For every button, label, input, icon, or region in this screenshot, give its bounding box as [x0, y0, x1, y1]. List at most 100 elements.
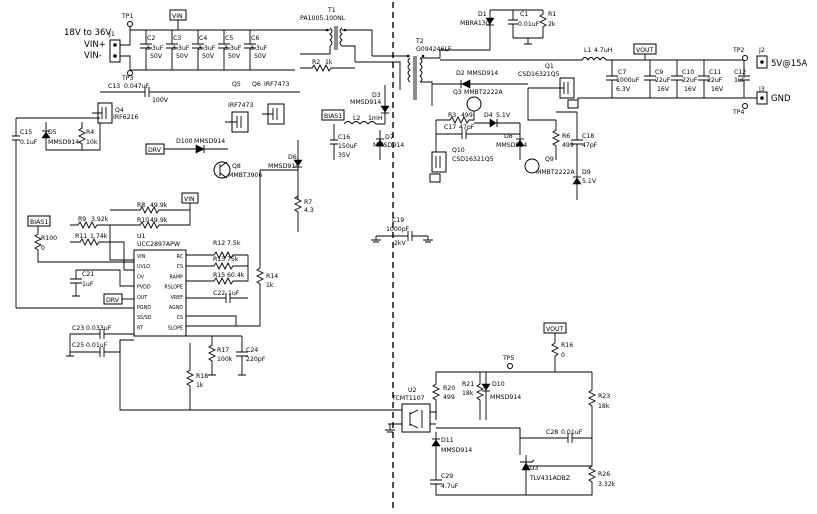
- resistor-r2: R2 1k: [300, 59, 355, 73]
- tp3-marker: [127, 70, 133, 76]
- svg-text:1.74k: 1.74k: [90, 233, 108, 240]
- svg-text:4.3: 4.3: [304, 207, 314, 214]
- svg-text:R13: R13: [213, 256, 225, 263]
- tp5-marker: TP5: [502, 355, 515, 369]
- svg-text:18k: 18k: [462, 390, 474, 397]
- svg-text:Q4: Q4: [115, 107, 124, 114]
- svg-text:MMSD914: MMSD914: [268, 163, 299, 170]
- svg-text:C2: C2: [147, 35, 155, 42]
- svg-text:3.92k: 3.92k: [91, 216, 109, 223]
- svg-text:0.01uF: 0.01uF: [561, 429, 583, 436]
- tp1-marker: [127, 21, 133, 27]
- fet-q6: Q6 IRF7473: [252, 81, 289, 125]
- svg-text:1000uF: 1000uF: [616, 77, 640, 84]
- svg-text:Q6: Q6: [252, 81, 261, 88]
- j1-label: J1: [108, 31, 115, 38]
- svg-text:R15: R15: [213, 272, 225, 279]
- svg-text:MBRA130: MBRA130: [460, 20, 490, 27]
- svg-text:47pF: 47pF: [582, 142, 598, 149]
- svg-text:U1: U1: [137, 233, 146, 240]
- svg-text:Q3: Q3: [453, 89, 462, 96]
- svg-text:1uF: 1uF: [734, 77, 746, 84]
- svg-text:1k: 1k: [266, 282, 274, 289]
- svg-text:22uF: 22uF: [707, 77, 723, 84]
- svg-text:150uF: 150uF: [338, 143, 358, 150]
- u1-pin-right-2: RAMP: [170, 274, 184, 280]
- resistor-r21: R21 18k: [462, 372, 485, 420]
- diode-d6: D6 MMSD914: [268, 140, 303, 200]
- diode-d100: D100 MMSD914: [176, 138, 225, 154]
- svg-text:C16: C16: [338, 134, 350, 141]
- diode-d5: D5 MMSD914: [41, 122, 79, 150]
- fet-q1: Q1 CSD16321Q5: [518, 63, 579, 109]
- resistor-r8: R8 49.9k: [110, 202, 191, 215]
- resistor-r11: R11 1.74k: [70, 233, 134, 271]
- svg-text:T1: T1: [327, 7, 336, 14]
- svg-text:MMBT2222A: MMBT2222A: [464, 89, 503, 96]
- u1-pin-right-3: RSLOPE: [164, 285, 183, 291]
- diode-d10: D10 MMSD914: [481, 372, 521, 420]
- svg-text:Q1: Q1: [545, 63, 554, 70]
- svg-text:R100: R100: [41, 235, 57, 242]
- svg-text:6.3V: 6.3V: [616, 86, 631, 93]
- svg-text:TP2: TP2: [732, 47, 745, 54]
- svg-text:50V: 50V: [254, 53, 267, 60]
- svg-text:C6: C6: [251, 35, 259, 42]
- u1-pin-left-4: OUT: [137, 295, 147, 301]
- resistor-r16: R16 0: [550, 342, 573, 372]
- u1-pin-right-5: AGND: [169, 305, 184, 311]
- svg-text:VIN: VIN: [184, 196, 195, 203]
- svg-text:22uF: 22uF: [682, 77, 698, 84]
- svg-text:C29: C29: [441, 473, 453, 480]
- cap-c7: C7 1000uF 6.3V: [606, 60, 640, 98]
- resistor-r4: R4 10k: [77, 122, 98, 150]
- diode-d1: D1 MBRA130: [460, 10, 495, 50]
- cap-c19: C19 1000pF 2kV: [371, 217, 433, 247]
- output-rating: 5V@15A: [771, 59, 808, 69]
- svg-text:C24: C24: [246, 347, 258, 354]
- svg-text:C7: C7: [618, 69, 626, 76]
- u1-pin-right-0: RC: [177, 254, 184, 260]
- svg-text:3.3uF: 3.3uF: [172, 45, 190, 52]
- svg-text:MMSD914: MMSD914: [441, 447, 472, 454]
- svg-text:18k: 18k: [598, 403, 610, 410]
- svg-text:5.1V: 5.1V: [496, 112, 511, 119]
- cap-c1: C1 0.01uF: [508, 10, 540, 38]
- svg-text:BIAS1: BIAS1: [324, 113, 342, 120]
- svg-text:1mH: 1mH: [368, 115, 383, 122]
- resistor-r10: R10 49.9k: [110, 210, 191, 230]
- svg-text:Q8: Q8: [232, 163, 241, 170]
- resistor-r3: R3 499: [436, 111, 475, 125]
- svg-text:MMSD914: MMSD914: [496, 142, 527, 149]
- drv-flag-text: DRV: [148, 147, 162, 154]
- resistor-r23: R23 18k: [587, 372, 610, 455]
- svg-text:0.1uF: 0.1uF: [20, 139, 38, 146]
- svg-text:IRF7473: IRF7473: [264, 81, 289, 88]
- cap-c9: C9 22uF 16V: [644, 60, 671, 98]
- svg-text:MMSD914: MMSD914: [194, 138, 225, 145]
- u1-pin-right-6: CS: [177, 315, 183, 321]
- svg-text:3.3uF: 3.3uF: [146, 45, 164, 52]
- inductor-l2: L2 1mH: [343, 115, 385, 125]
- fet-q4: Q4 IRF6216: [92, 102, 138, 124]
- cap-c3: C3 3.3uF 50V: [166, 30, 190, 70]
- svg-text:50V: 50V: [228, 53, 241, 60]
- svg-text:UCC2897APW: UCC2897APW: [137, 241, 180, 248]
- svg-text:50V: 50V: [150, 53, 163, 60]
- svg-text:T2: T2: [415, 38, 424, 45]
- svg-text:C1: C1: [520, 11, 528, 18]
- svg-text:R18: R18: [196, 373, 208, 380]
- svg-text:1k: 1k: [196, 382, 204, 389]
- svg-text:0.01uF: 0.01uF: [86, 342, 108, 349]
- cap-c16: C16 150uF 35V: [330, 124, 358, 160]
- u1-pin-left-2: OV: [137, 274, 145, 280]
- resistor-r20: R20 499: [431, 372, 455, 420]
- resistor-r6: R6 499: [551, 120, 574, 160]
- u1-pin-left-6: SS/SD: [137, 315, 152, 321]
- vout-flag-top: VOUT: [633, 43, 657, 60]
- svg-text:Q9: Q9: [545, 156, 554, 163]
- svg-text:0.047uF: 0.047uF: [124, 83, 150, 90]
- diode-d9: D9 5.1V: [572, 165, 597, 200]
- cap-c24: C24 220pF: [236, 336, 266, 376]
